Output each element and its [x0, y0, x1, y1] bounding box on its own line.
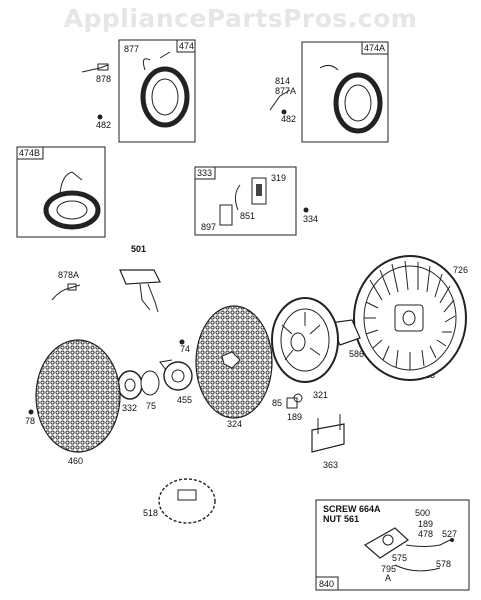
- label-321: 321: [313, 390, 328, 400]
- fan-321-group: 321: [271, 297, 339, 400]
- screw-482b-icon: [281, 109, 287, 115]
- harness-518-group: 518: [143, 478, 216, 524]
- part-527: 527: [442, 529, 457, 539]
- watermark: AppliancePartsPros.com: [63, 4, 418, 33]
- label-189: 189: [287, 412, 302, 422]
- part-575: 575: [392, 553, 407, 563]
- label-501: 501: [131, 244, 146, 254]
- module-897-icon: [219, 204, 233, 226]
- screw-482-icon: [97, 114, 103, 120]
- label-455: 455: [177, 395, 192, 405]
- stator-474A-icon: [319, 64, 383, 134]
- label-726: 726: [453, 265, 468, 275]
- label-74: 74: [180, 344, 190, 354]
- part-500: 500: [415, 508, 430, 518]
- flywheel-23-group: 726 23: [353, 255, 468, 381]
- part-482b: 482: [281, 114, 296, 124]
- stator-474-icon: [140, 51, 190, 128]
- harness-518-icon: [158, 478, 216, 524]
- label-78: 78: [25, 416, 35, 426]
- wire-878A-icon: [51, 284, 81, 301]
- box-474-tag: 474: [179, 41, 194, 51]
- box-474B: 474B: [16, 146, 106, 238]
- part-85-189-group: 85 189: [272, 393, 303, 422]
- label-363: 363: [323, 460, 338, 470]
- box-474A-tag: 474A: [364, 43, 385, 53]
- part-482: 482: [96, 120, 111, 130]
- part-501-group: 501: [119, 244, 161, 313]
- part-319: 319: [271, 173, 286, 183]
- box-840-line2: NUT 561: [323, 514, 359, 524]
- cup-455-icon: [159, 359, 193, 391]
- screw-78-icon: [28, 409, 34, 415]
- connector-878-icon: [81, 63, 109, 73]
- flywheel-icon: [353, 255, 467, 381]
- part-897: 897: [201, 222, 216, 232]
- label-878A: 878A: [58, 270, 79, 280]
- label-75: 75: [146, 401, 156, 411]
- part-878A-group: 878A: [51, 270, 81, 301]
- label-460: 460: [68, 456, 83, 466]
- nut-332-icon: [117, 370, 143, 400]
- wire-814-icon: [269, 89, 291, 111]
- part-189b: 189: [418, 519, 433, 529]
- screw-74-icon: [179, 339, 185, 345]
- switch-assembly-icon: [363, 527, 454, 572]
- part-332-75-group: 332 75: [117, 370, 160, 413]
- stator-474B-icon: [43, 171, 101, 230]
- part-877: 877: [124, 44, 139, 54]
- box-474A: 474A 814 877A 482: [269, 41, 389, 143]
- screen-460-icon: [35, 339, 121, 453]
- washer-189-icon: [293, 393, 303, 403]
- box-333-tag: 333: [197, 168, 212, 178]
- label-518: 518: [143, 508, 158, 518]
- part-334: 334: [303, 214, 318, 224]
- box-840-tag: 840: [319, 579, 334, 589]
- part-74-455-group: 74 455: [159, 339, 193, 405]
- label-332: 332: [122, 403, 137, 413]
- bracket-363-icon: [311, 423, 345, 453]
- part-814: 814: [275, 76, 290, 86]
- part-851: 851: [240, 211, 255, 221]
- washer-75-icon: [140, 370, 160, 396]
- module-319-icon: [234, 177, 267, 211]
- label-324: 324: [227, 419, 242, 429]
- part-A: A: [385, 573, 391, 583]
- screen-460-group: 460 78: [25, 339, 121, 466]
- bracket-363-group: 363: [311, 414, 345, 470]
- part-478: 478: [418, 529, 433, 539]
- part-878: 878: [96, 74, 111, 84]
- fan-321-icon: [271, 297, 339, 383]
- box-333: 333 319 851 897 334: [194, 166, 318, 236]
- screw-334-icon: [303, 207, 309, 213]
- part-795: 795: [381, 564, 396, 574]
- nut-85-icon: [286, 397, 298, 409]
- box-474B-tag: 474B: [19, 148, 40, 158]
- box-840: 840 SCREW 664A NUT 561 500 189 478 527 5…: [315, 499, 470, 591]
- label-85: 85: [272, 398, 282, 408]
- rectifier-501-icon: [119, 269, 161, 285]
- part-877A: 877A: [275, 86, 296, 96]
- part-578: 578: [436, 559, 451, 569]
- box-474: 474 877 878 482: [81, 39, 196, 143]
- box-840-line1: SCREW 664A: [323, 504, 381, 514]
- label-586: 586: [349, 349, 364, 359]
- screen-324-group: 324: [195, 305, 273, 429]
